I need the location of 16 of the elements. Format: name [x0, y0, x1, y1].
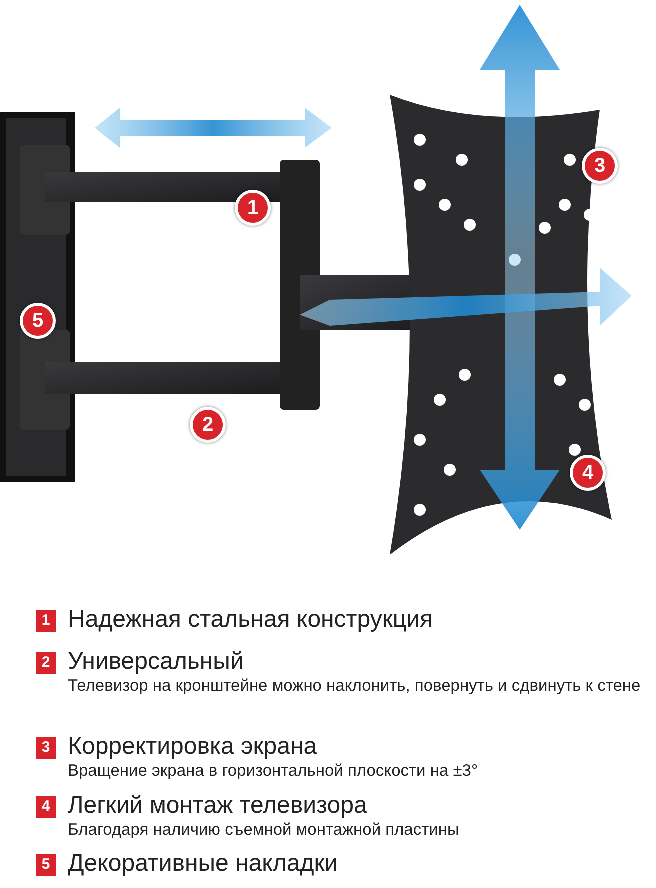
callout-number: 3	[582, 148, 618, 184]
callout-number: 1	[235, 190, 271, 226]
feature-description: Телевизор на кронштейне можно наклонить, повернуть и сдвинуть к стене	[68, 676, 642, 696]
item-number: 2	[36, 652, 56, 674]
feature-title: Декоративные накладки	[68, 850, 340, 878]
feature-title: Легкий монтаж телевизора	[68, 792, 368, 820]
feature-title: Корректировка экрана	[68, 733, 318, 761]
item-number: 1	[36, 610, 56, 632]
feature-description: Благодаря наличию съемной монтажной пластины	[68, 820, 460, 840]
callout-number: 2	[190, 407, 226, 443]
feature-title: Универсальный	[68, 648, 245, 676]
feature-description: Вращение экрана в горизонтальной плоскости на ±3°	[68, 761, 480, 781]
feature-title: Надежная стальная конструкция	[68, 606, 434, 634]
item-number: 4	[36, 796, 56, 818]
item-number: 5	[36, 854, 56, 876]
item-number: 3	[36, 737, 56, 759]
